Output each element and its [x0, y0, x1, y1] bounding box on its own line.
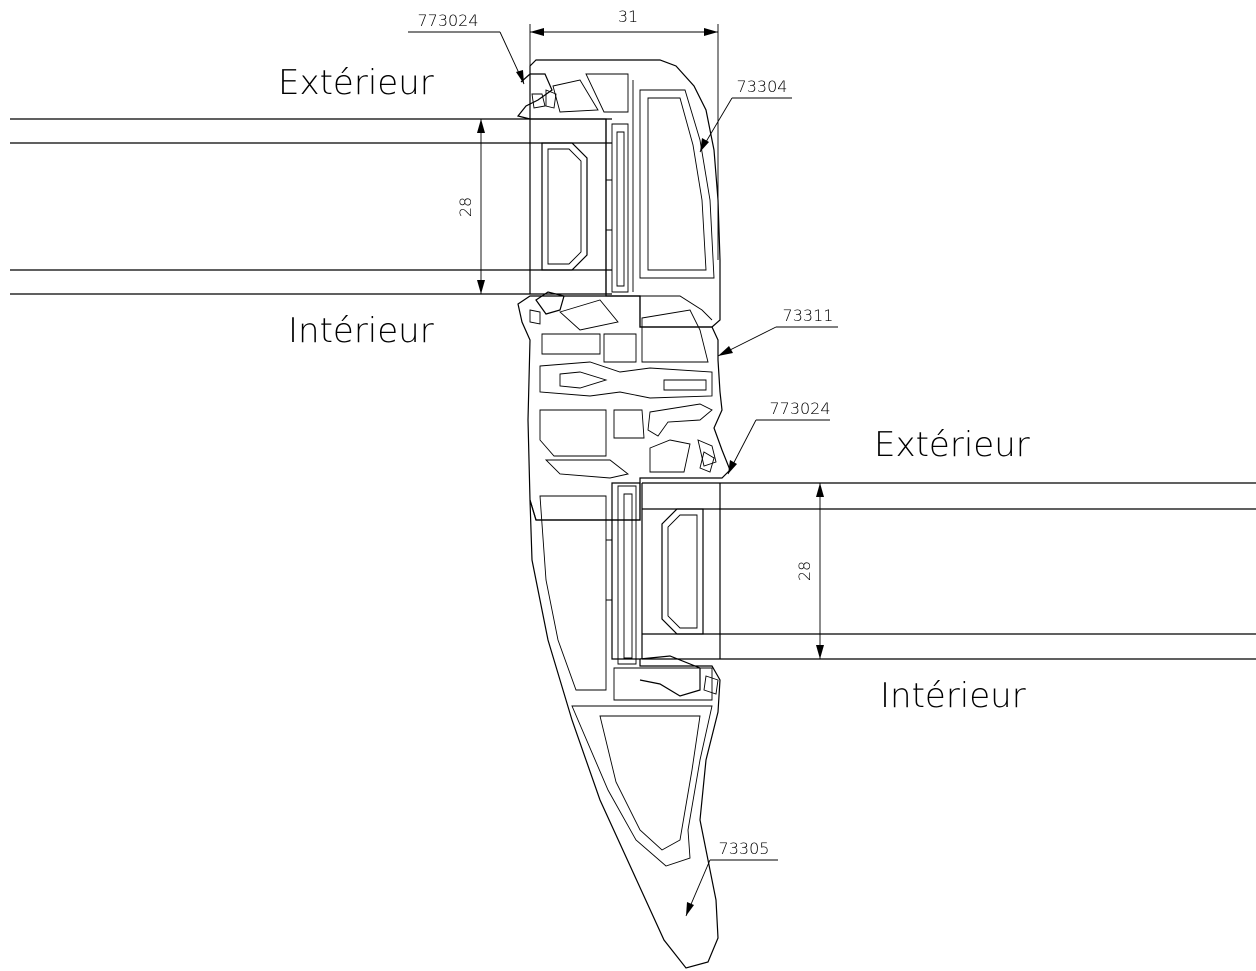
leader-lower-gasket: 773024 — [727, 399, 831, 475]
upper-interior-label: Intérieur — [288, 311, 434, 351]
leader-upper-gasket: 773024 — [408, 11, 525, 85]
sill-ref-label: 73305 — [719, 839, 770, 858]
frame-width-dimension: 31 — [529, 7, 719, 260]
mullion-ref-label: 73311 — [783, 306, 834, 325]
leader-mullion-73311: 73311 — [717, 306, 838, 357]
lower-glazing-dimension: 28 — [795, 483, 824, 659]
lower-glazing-unit — [641, 482, 1256, 660]
upper-glazing-unit — [10, 118, 612, 295]
upper-exterior-label: Extérieur — [278, 63, 434, 103]
lower-spacer-bar — [661, 508, 704, 635]
upper-sash-profile — [516, 59, 721, 328]
lower-sill-profile — [529, 482, 721, 969]
upper-glazing-thickness-label: 28 — [456, 197, 475, 217]
upper-spacer-bar — [541, 142, 588, 271]
frame-width-label: 31 — [618, 7, 638, 26]
leader-sill-73305: 73305 — [685, 839, 778, 917]
sash-ref-label: 73304 — [737, 77, 788, 96]
lower-interior-label: Intérieur — [880, 676, 1026, 716]
lower-glazing-thickness-label: 28 — [795, 561, 814, 581]
leader-sash-73304: 73304 — [699, 77, 792, 153]
lower-gasket-ref-label: 773024 — [769, 399, 830, 418]
upper-glazing-dimension: 28 — [456, 119, 485, 294]
lower-exterior-label: Extérieur — [874, 425, 1030, 465]
upper-gasket-ref-label: 773024 — [417, 11, 478, 30]
